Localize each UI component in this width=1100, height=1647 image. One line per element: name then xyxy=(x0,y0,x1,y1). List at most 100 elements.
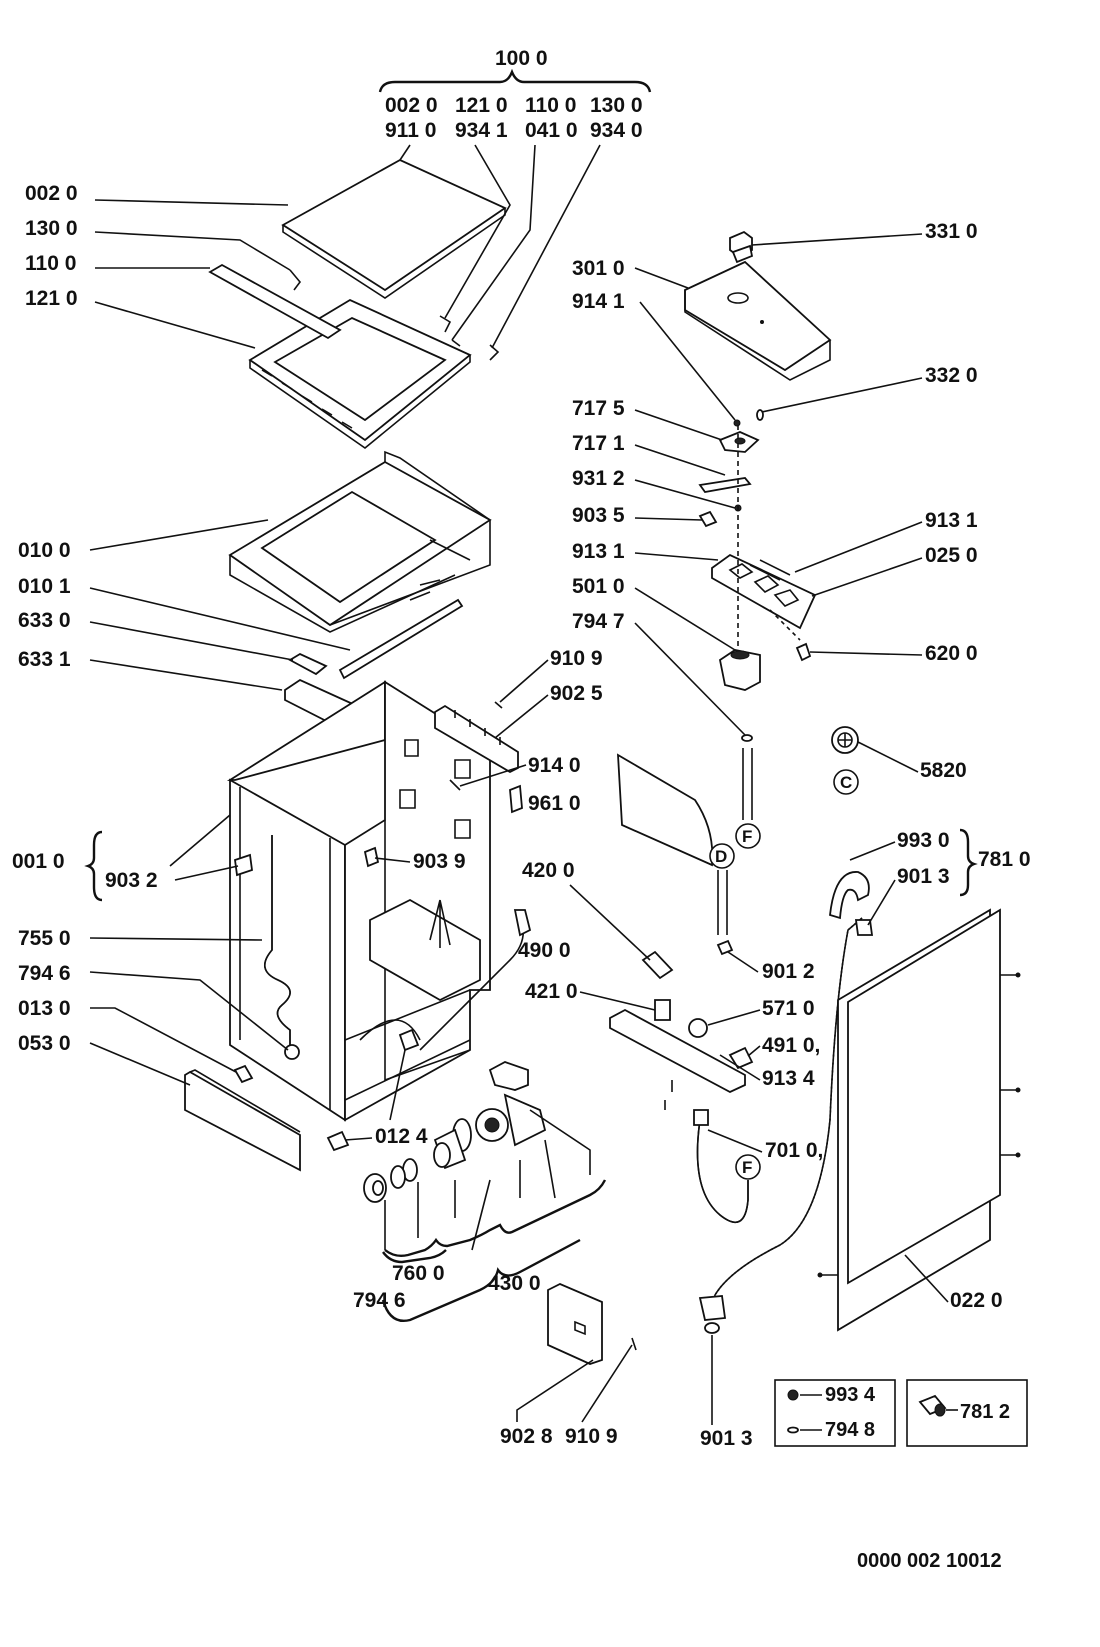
leader-6331 xyxy=(89,659,283,691)
label-0250: 025 0 xyxy=(925,544,978,567)
part-bracket-4210 xyxy=(609,999,754,1110)
label-3320: 332 0 xyxy=(925,364,978,387)
header-1100: 110 0 xyxy=(525,94,576,117)
label-9035: 903 5 xyxy=(572,504,625,527)
label-7550: 755 0 xyxy=(18,927,71,950)
leader-9134 xyxy=(719,1054,761,1081)
leader-7947 xyxy=(634,622,746,736)
marker-f1-text: F xyxy=(742,827,752,846)
label-9039: 903 9 xyxy=(413,850,466,873)
label-0101: 010 1 xyxy=(18,575,71,598)
header-9110: 911 0 xyxy=(385,119,436,142)
part-hose-end-lower xyxy=(698,1295,727,1321)
label-9032: 903 2 xyxy=(105,869,158,892)
part-hose-hook-9930 xyxy=(829,871,870,920)
leader-9039 xyxy=(374,857,411,863)
label-7171: 717 1 xyxy=(572,432,625,455)
part-drain-hose-7810-corrugation xyxy=(711,917,863,1311)
marker-f2 xyxy=(735,1154,761,1180)
label-7946a: 794 6 xyxy=(18,962,71,985)
label-6200: 620 0 xyxy=(925,642,978,665)
label-0010: 001 0 xyxy=(12,850,65,873)
part-capacitor-4200 xyxy=(641,950,674,980)
part-clip-9341 xyxy=(439,315,452,333)
part-9934-icon xyxy=(787,1389,799,1401)
label-3010: 301 0 xyxy=(572,257,625,280)
label-7946b: 794 6 xyxy=(353,1289,406,1312)
leader-h0020 xyxy=(399,144,411,161)
leader-9035 xyxy=(634,517,703,521)
label-4910: 491 0, xyxy=(762,1034,820,1057)
leader-5010 xyxy=(634,587,736,651)
part-bushing-7175-hole xyxy=(734,437,746,445)
label-5710: 571 0 xyxy=(762,997,815,1020)
leader-9109b xyxy=(581,1344,633,1423)
label-6330: 633 0 xyxy=(18,609,71,632)
leader-h1100 xyxy=(451,144,536,341)
leader-3320 xyxy=(761,377,923,413)
brace-4300 xyxy=(384,1179,607,1258)
label-9013b: 901 3 xyxy=(700,1427,753,1450)
label-1210: 121 0 xyxy=(25,287,78,310)
part-plinth-0530 xyxy=(184,1070,301,1172)
label-3310: 331 0 xyxy=(925,220,978,243)
label-4900: 490 0 xyxy=(518,939,571,962)
part-bracket-9028-slot xyxy=(574,1320,586,1336)
label-9109b: 910 9 xyxy=(565,1425,618,1448)
header-0410: 041 0 xyxy=(525,119,578,142)
leader-0130 xyxy=(90,1007,237,1073)
header-9340: 934 0 xyxy=(590,119,643,142)
leader-9141 xyxy=(639,301,736,421)
part-inlet-hose-7010-inner xyxy=(696,1119,749,1224)
legend-box-7812 xyxy=(906,1379,1028,1447)
part-top-panel xyxy=(281,158,507,299)
part-6200 xyxy=(795,642,812,662)
label-5820: 5820 xyxy=(920,759,967,782)
leader-3310 xyxy=(751,233,923,246)
leader-9109a xyxy=(499,659,549,703)
leader-5710 xyxy=(707,1009,761,1026)
part-bracket-9025-teeth xyxy=(454,710,501,745)
leader-0100 xyxy=(89,519,269,551)
part-plinth-0530-edge xyxy=(189,1069,301,1133)
marker-d-text: D xyxy=(715,847,727,866)
group-brace-1000 xyxy=(378,68,652,93)
label-9930: 993 0 xyxy=(897,829,950,852)
leader-0101 xyxy=(89,587,351,651)
leader-7550 xyxy=(89,937,263,941)
part-clip-1300 xyxy=(289,269,302,291)
label-9141: 914 1 xyxy=(572,290,625,313)
leader-1210 xyxy=(94,301,256,349)
part-inlet-nut xyxy=(693,1109,709,1126)
brace-7810 xyxy=(959,828,978,897)
part-foot-0124 xyxy=(326,1130,350,1152)
part-9140 xyxy=(449,779,461,791)
leader-6200 xyxy=(809,651,923,656)
leader-h1210 xyxy=(444,144,511,319)
label-9134: 913 4 xyxy=(762,1067,815,1090)
label-0530: 053 0 xyxy=(18,1032,71,1055)
header-1210: 121 0 xyxy=(455,94,508,117)
label-9610: 961 0 xyxy=(528,792,581,815)
part-foot-0130 xyxy=(233,1064,254,1084)
part-9032 xyxy=(234,853,253,877)
part-hose-7550-inner xyxy=(264,835,291,1045)
marker-c xyxy=(833,769,859,795)
leader-9131a xyxy=(634,552,719,561)
part-tub-cover xyxy=(228,450,492,633)
label-7175: 717 5 xyxy=(572,397,625,420)
leader-7010 xyxy=(707,1129,763,1153)
leader-3010 xyxy=(634,267,689,289)
leader-0010 xyxy=(169,814,231,867)
brace-0010 xyxy=(84,830,103,902)
leader-9032 xyxy=(174,865,239,881)
part-motor-5010 xyxy=(718,649,761,691)
label-9131b: 913 1 xyxy=(925,509,978,532)
part-clip-0410 xyxy=(451,339,461,347)
header-1300: 130 0 xyxy=(590,94,643,117)
part-cable-4900 xyxy=(419,914,525,1051)
label-5010: 501 0 xyxy=(572,575,625,598)
leader-4210 xyxy=(579,991,656,1011)
leader-4910 xyxy=(747,1045,761,1057)
drawing-code: 0000 002 10012 xyxy=(857,1550,1002,1572)
